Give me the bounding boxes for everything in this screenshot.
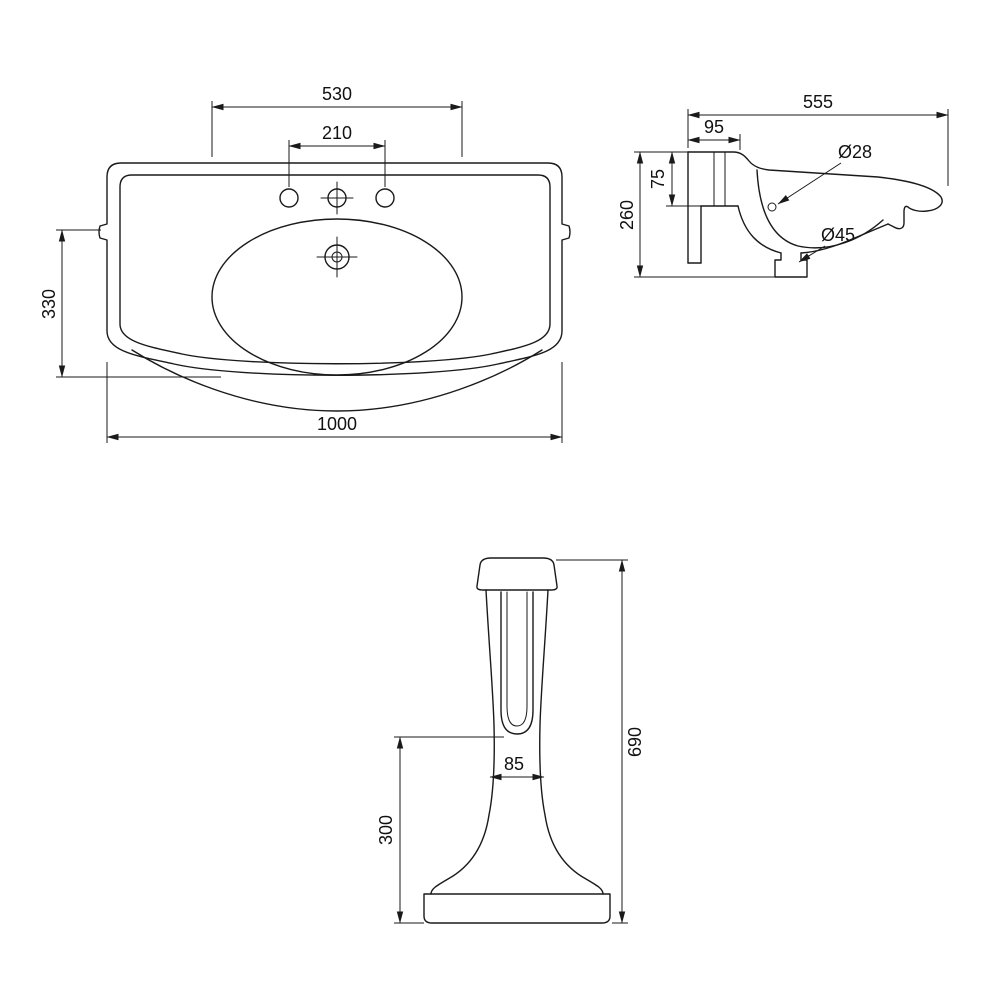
pedestal-cap (476, 557, 558, 591)
dim-label-300: 300 (376, 815, 396, 845)
dim-label-690: 690 (625, 727, 645, 757)
dim-plan-overall-width: 1000 (106, 362, 563, 443)
plan-view: 530 210 330 1000 (39, 84, 571, 443)
pedestal-recess-outer (500, 591, 534, 735)
pedestal-base-plinth (423, 893, 611, 924)
dim-label-330: 330 (39, 289, 59, 319)
side-drain-fitting (774, 252, 808, 278)
dim-label-555: 555 (803, 92, 833, 112)
leader-line (798, 245, 826, 263)
leader-drain-diameter: Ø45 (798, 225, 855, 263)
pedestal-column-left-side (430, 589, 495, 895)
pedestal-column-right-side (539, 589, 604, 895)
dim-label-1000: 1000 (317, 414, 357, 434)
plan-bowl-ellipse (211, 218, 463, 376)
dim-plan-basin-width: 530 (211, 84, 463, 157)
dim-side-overall-depth: 555 (687, 92, 949, 186)
dim-label-overflow-dia: Ø28 (838, 142, 872, 162)
pedestal-recess-inner (506, 591, 528, 727)
dim-side-overall-height: 260 (617, 151, 775, 278)
plan-inner-rim (119, 174, 551, 365)
plan-faucet-hole-left (279, 188, 299, 208)
side-overflow-hole (767, 202, 777, 212)
side-bowl-inner-surface (756, 169, 884, 249)
dim-pedestal-column-width: 85 (489, 754, 545, 781)
dim-label-95: 95 (704, 117, 724, 137)
dim-label-85: 85 (504, 754, 524, 774)
dim-label-210: 210 (322, 123, 352, 143)
dim-pedestal-recess-height: 300 (376, 736, 504, 924)
dim-label-drain-dia: Ø45 (821, 225, 855, 245)
plan-front-apron-edge (131, 349, 543, 412)
side-view: 555 95 75 260 Ø28 Ø45 (617, 92, 949, 278)
dim-pedestal-overall-height: 690 (556, 559, 645, 924)
leader-line (777, 162, 842, 205)
dim-plan-tap-hole-pitch: 210 (288, 123, 386, 187)
leader-overflow-diameter: Ø28 (777, 142, 872, 205)
pedestal-view: 85 690 300 (376, 557, 645, 924)
side-profile-top (687, 151, 943, 230)
plan-faucet-hole-right (375, 188, 395, 208)
dim-side-back-ledge: 95 (687, 117, 741, 150)
dim-label-530: 530 (322, 84, 352, 104)
dim-label-75: 75 (648, 169, 668, 189)
side-bowl-back-wall (737, 205, 782, 254)
dim-label-260: 260 (617, 200, 637, 230)
dim-plan-bowl-depth: 330 (39, 229, 221, 378)
dim-side-rim-to-ledge: 75 (634, 151, 701, 207)
